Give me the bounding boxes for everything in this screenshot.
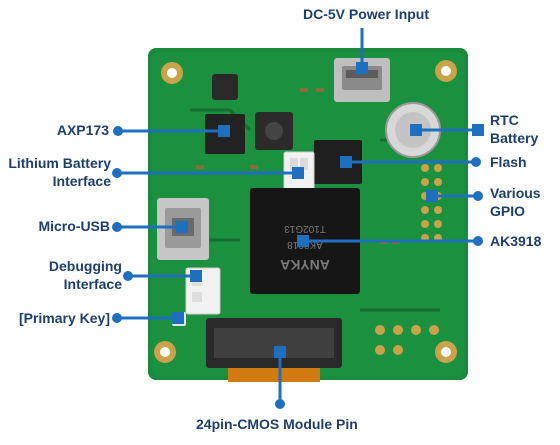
label-dc-power: DC-5V Power Input [303,6,430,22]
label-cmos-pin: 24pin-CMOS Module Pin [196,416,358,432]
flash-chip [314,140,362,184]
label-debug-1: Debugging [48,258,122,274]
inductor [212,74,238,100]
label-rtc-2: Battery [490,130,539,146]
chip-marking-brand: ANYKA [280,257,330,273]
label-ak3918: AK3918 [490,233,542,249]
label-debug-2: Interface [63,276,122,292]
label-lithium-2: Interface [52,173,111,189]
label-gpio-1: Various [490,185,541,201]
label-axp173: AXP173 [56,122,109,138]
label-primary-key: [Primary Key] [18,310,110,326]
label-lithium-1: Lithium Battery [8,155,111,171]
chip-marking-code: T102G13 [284,223,326,234]
label-flash: Flash [490,154,527,170]
label-gpio-2: GPIO [490,203,526,219]
label-micro-usb: Micro-USB [38,218,110,234]
label-rtc-1: RTC [490,112,519,128]
test-pads [375,325,439,355]
cmos-fpc-connector [206,318,342,382]
